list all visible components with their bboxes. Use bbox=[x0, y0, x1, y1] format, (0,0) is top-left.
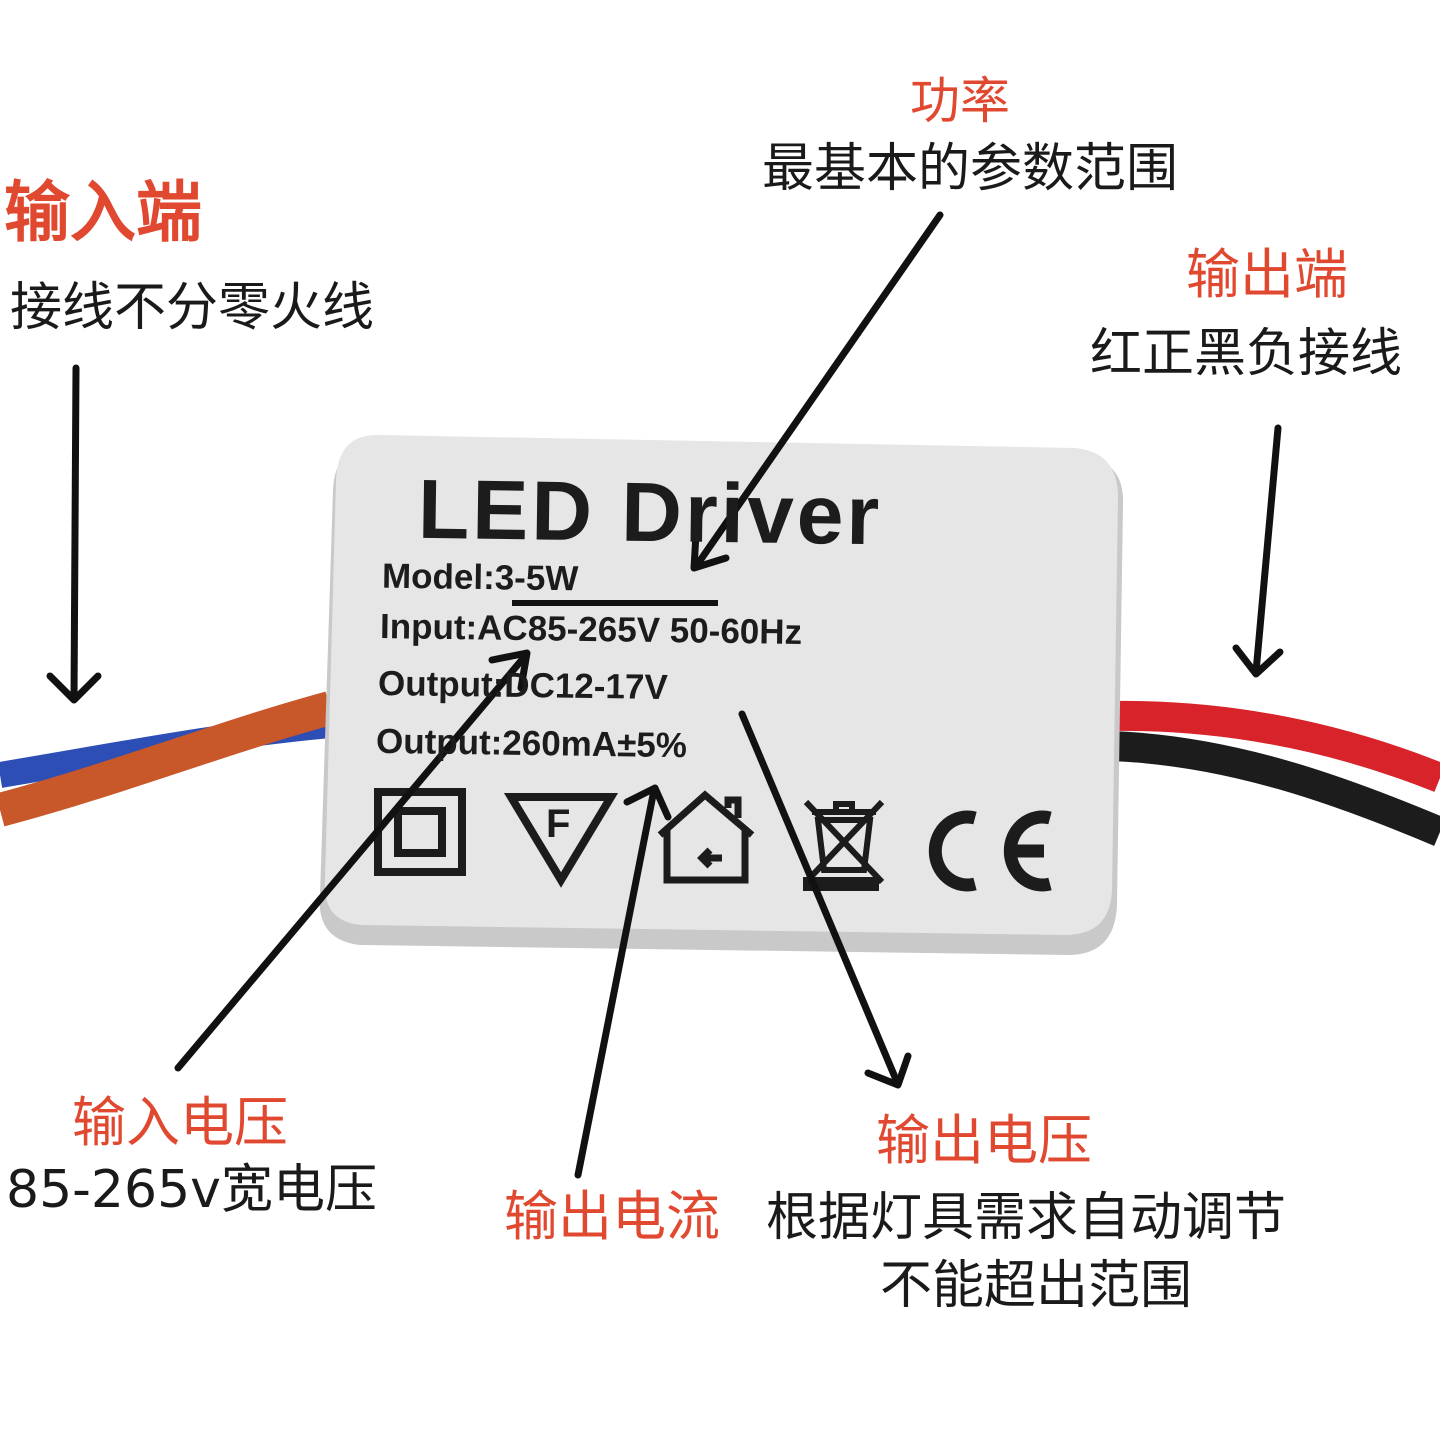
output-end-desc: 红正黑负接线 bbox=[1090, 324, 1403, 384]
power-arrow bbox=[690, 211, 944, 572]
driver-title: LED Driver bbox=[417, 461, 883, 563]
driver-output-current-spec: Output:260mA±5% bbox=[375, 721, 688, 766]
indoor-use-icon bbox=[657, 790, 755, 884]
output-current-arrow bbox=[574, 784, 672, 1179]
input-end-title: 输入端 bbox=[4, 174, 202, 251]
output-current-title: 输出电流 bbox=[504, 1185, 720, 1248]
input-wires bbox=[0, 691, 335, 827]
input-voltage-arrow bbox=[174, 649, 531, 1072]
output-end-title: 输出端 bbox=[1186, 243, 1348, 306]
output-voltage-title: 输出电压 bbox=[876, 1109, 1092, 1172]
output-wires bbox=[1109, 700, 1440, 846]
input-end-arrow bbox=[46, 364, 102, 704]
power-desc: 最基本的参数范围 bbox=[762, 139, 1179, 199]
ce-mark-icon bbox=[928, 810, 1052, 892]
output-end-arrow bbox=[1232, 424, 1284, 678]
output-voltage-desc-line1: 根据灯具需求自动调节 bbox=[766, 1188, 1287, 1248]
input-voltage-title: 输入电压 bbox=[72, 1091, 288, 1154]
f-mark-letter: F bbox=[546, 802, 571, 846]
driver-model: Model:3-5W bbox=[381, 556, 579, 599]
f-mark-icon bbox=[503, 793, 619, 888]
input-end-desc: 接线不分零火线 bbox=[10, 278, 375, 338]
output-voltage-desc-line2: 不能超出范围 bbox=[880, 1256, 1193, 1316]
weee-bin-icon bbox=[803, 799, 885, 891]
output-voltage-arrow bbox=[738, 710, 912, 1089]
driver-output-voltage-spec: Output:DC12-17V bbox=[377, 663, 669, 708]
power-title: 功率 bbox=[910, 72, 1010, 130]
input-voltage-desc: 85-265v宽电压 bbox=[6, 1160, 377, 1220]
driver-input-spec: Input:AC85-265V 50-60Hz bbox=[379, 607, 803, 652]
